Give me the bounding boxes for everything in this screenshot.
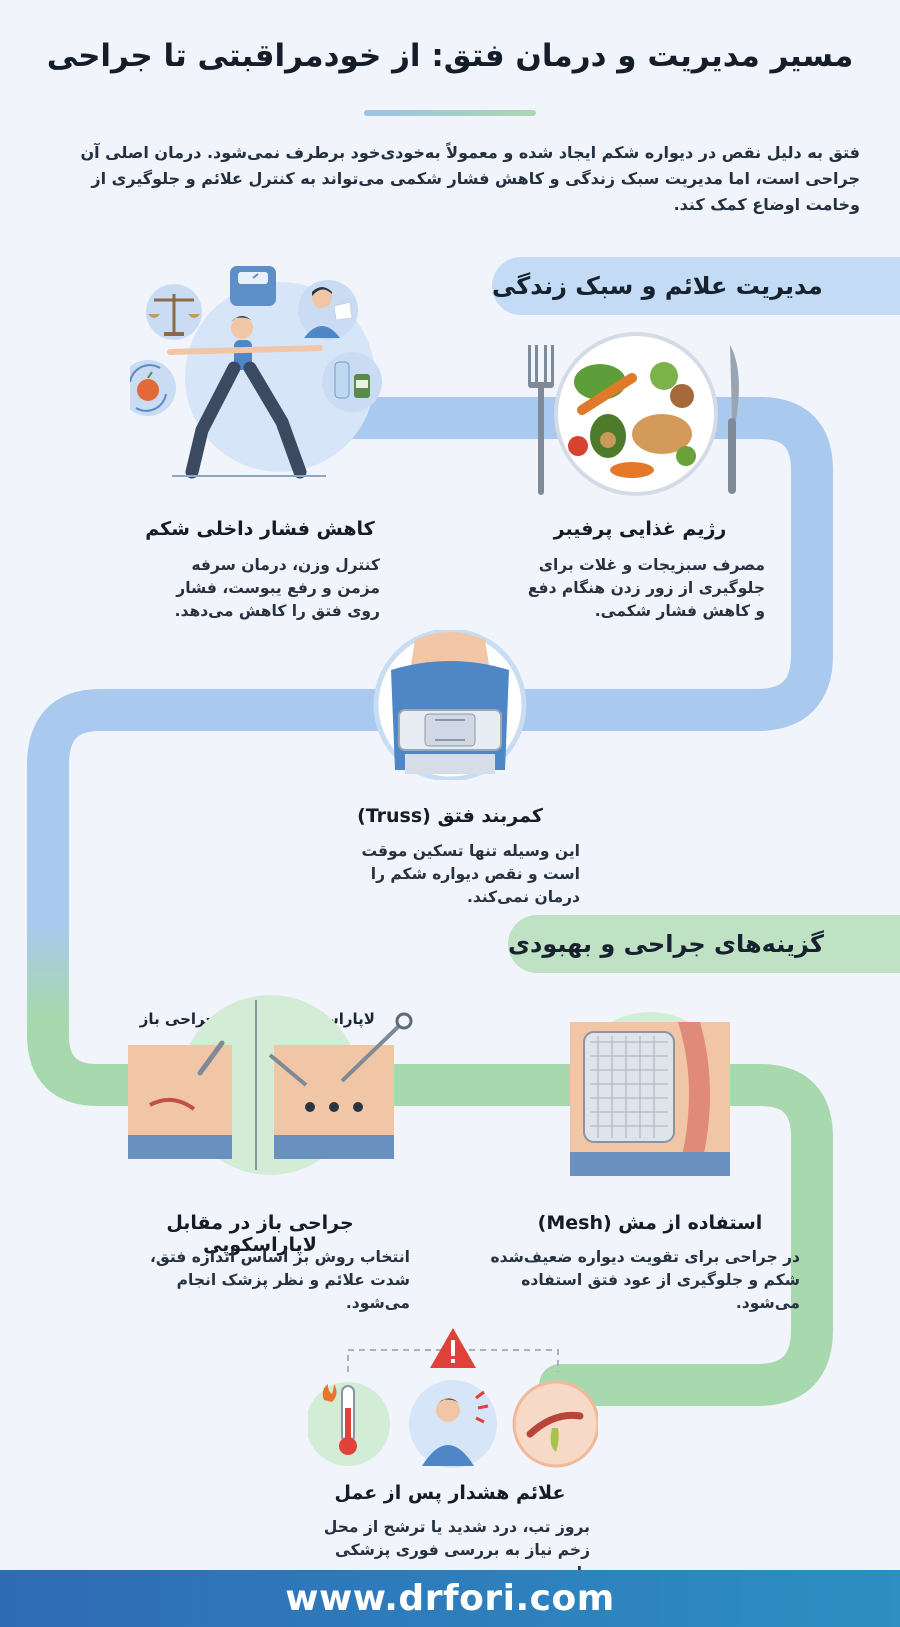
mesh-patch-icon	[583, 1031, 675, 1143]
section-banner-surgery: گزینه‌های جراحی و بهبودی	[508, 915, 900, 973]
weight-scale-icon	[230, 266, 276, 306]
bottles-icon	[322, 352, 382, 412]
open-surgery-abdomen-icon	[128, 1040, 232, 1159]
truss-belt-icon	[398, 709, 502, 751]
laparoscopy-abdomen-icon	[268, 1012, 413, 1159]
open-vs-lap-illustration	[120, 985, 420, 1175]
open-surgery-label: جراحی باز	[139, 1010, 217, 1028]
wound-icon	[512, 1380, 600, 1468]
warning-icon	[430, 1328, 476, 1368]
pressure-card-title: کاهش فشار داخلی شکم	[145, 518, 375, 540]
footer-url[interactable]: www.drfori.com	[0, 1570, 900, 1627]
truss-card-title: کمربند فتق (Truss)	[357, 805, 543, 827]
apple-cycle-icon	[120, 360, 176, 416]
openlap-card-title: جراحی باز در مقابل لاپاراسکوپی	[166, 1212, 354, 1256]
page-title: مسیر مدیریت و درمان فتق: از خودمراقبتی ت…	[46, 38, 854, 74]
truss-illustration	[365, 628, 535, 782]
mesh-card-title: استفاده از مش (Mesh)	[537, 1212, 763, 1234]
mesh-card-desc: در جراحی برای تقویت دیواره ضعیف‌شده شکم …	[490, 1248, 800, 1312]
intro-text: فتق به دلیل نقص در دیواره شکم ایجاد شده …	[80, 143, 860, 214]
diet-card-title: رژیم غذایی پرفیبر	[553, 518, 727, 540]
fork-icon	[528, 345, 554, 495]
knife-icon	[728, 345, 739, 494]
vegetable-plate-icon	[554, 332, 718, 496]
mesh-illustration	[550, 1012, 750, 1182]
thermometer-icon	[306, 1382, 390, 1466]
truss-card-desc: این وسیله تنها تسکین موقت است و نقص دیوا…	[361, 842, 580, 906]
warning-card-title: علائم هشدار پس از عمل	[334, 1482, 566, 1504]
exercise-illustration	[120, 262, 400, 492]
woman-yoga-figure	[167, 316, 326, 479]
pain-man-icon	[409, 1380, 497, 1468]
openlap-card-desc: انتخاب روش بر اساس اندازه فتق، شدت علائم…	[150, 1248, 410, 1312]
balance-icon	[146, 284, 202, 340]
diet-plate-illustration	[522, 330, 762, 500]
section-banner-lifestyle: مدیریت علائم و سبک زندگی	[492, 257, 900, 315]
warning-illustration	[306, 1328, 600, 1468]
diet-card-desc: مصرف سبزیجات و غلات برای جلوگیری از زور …	[527, 556, 765, 620]
coughing-man-icon	[298, 280, 358, 340]
title-underline	[364, 110, 536, 116]
pressure-card-desc: کنترل وزن، درمان سرفه مزمن و رفع یبوست، …	[174, 556, 380, 620]
